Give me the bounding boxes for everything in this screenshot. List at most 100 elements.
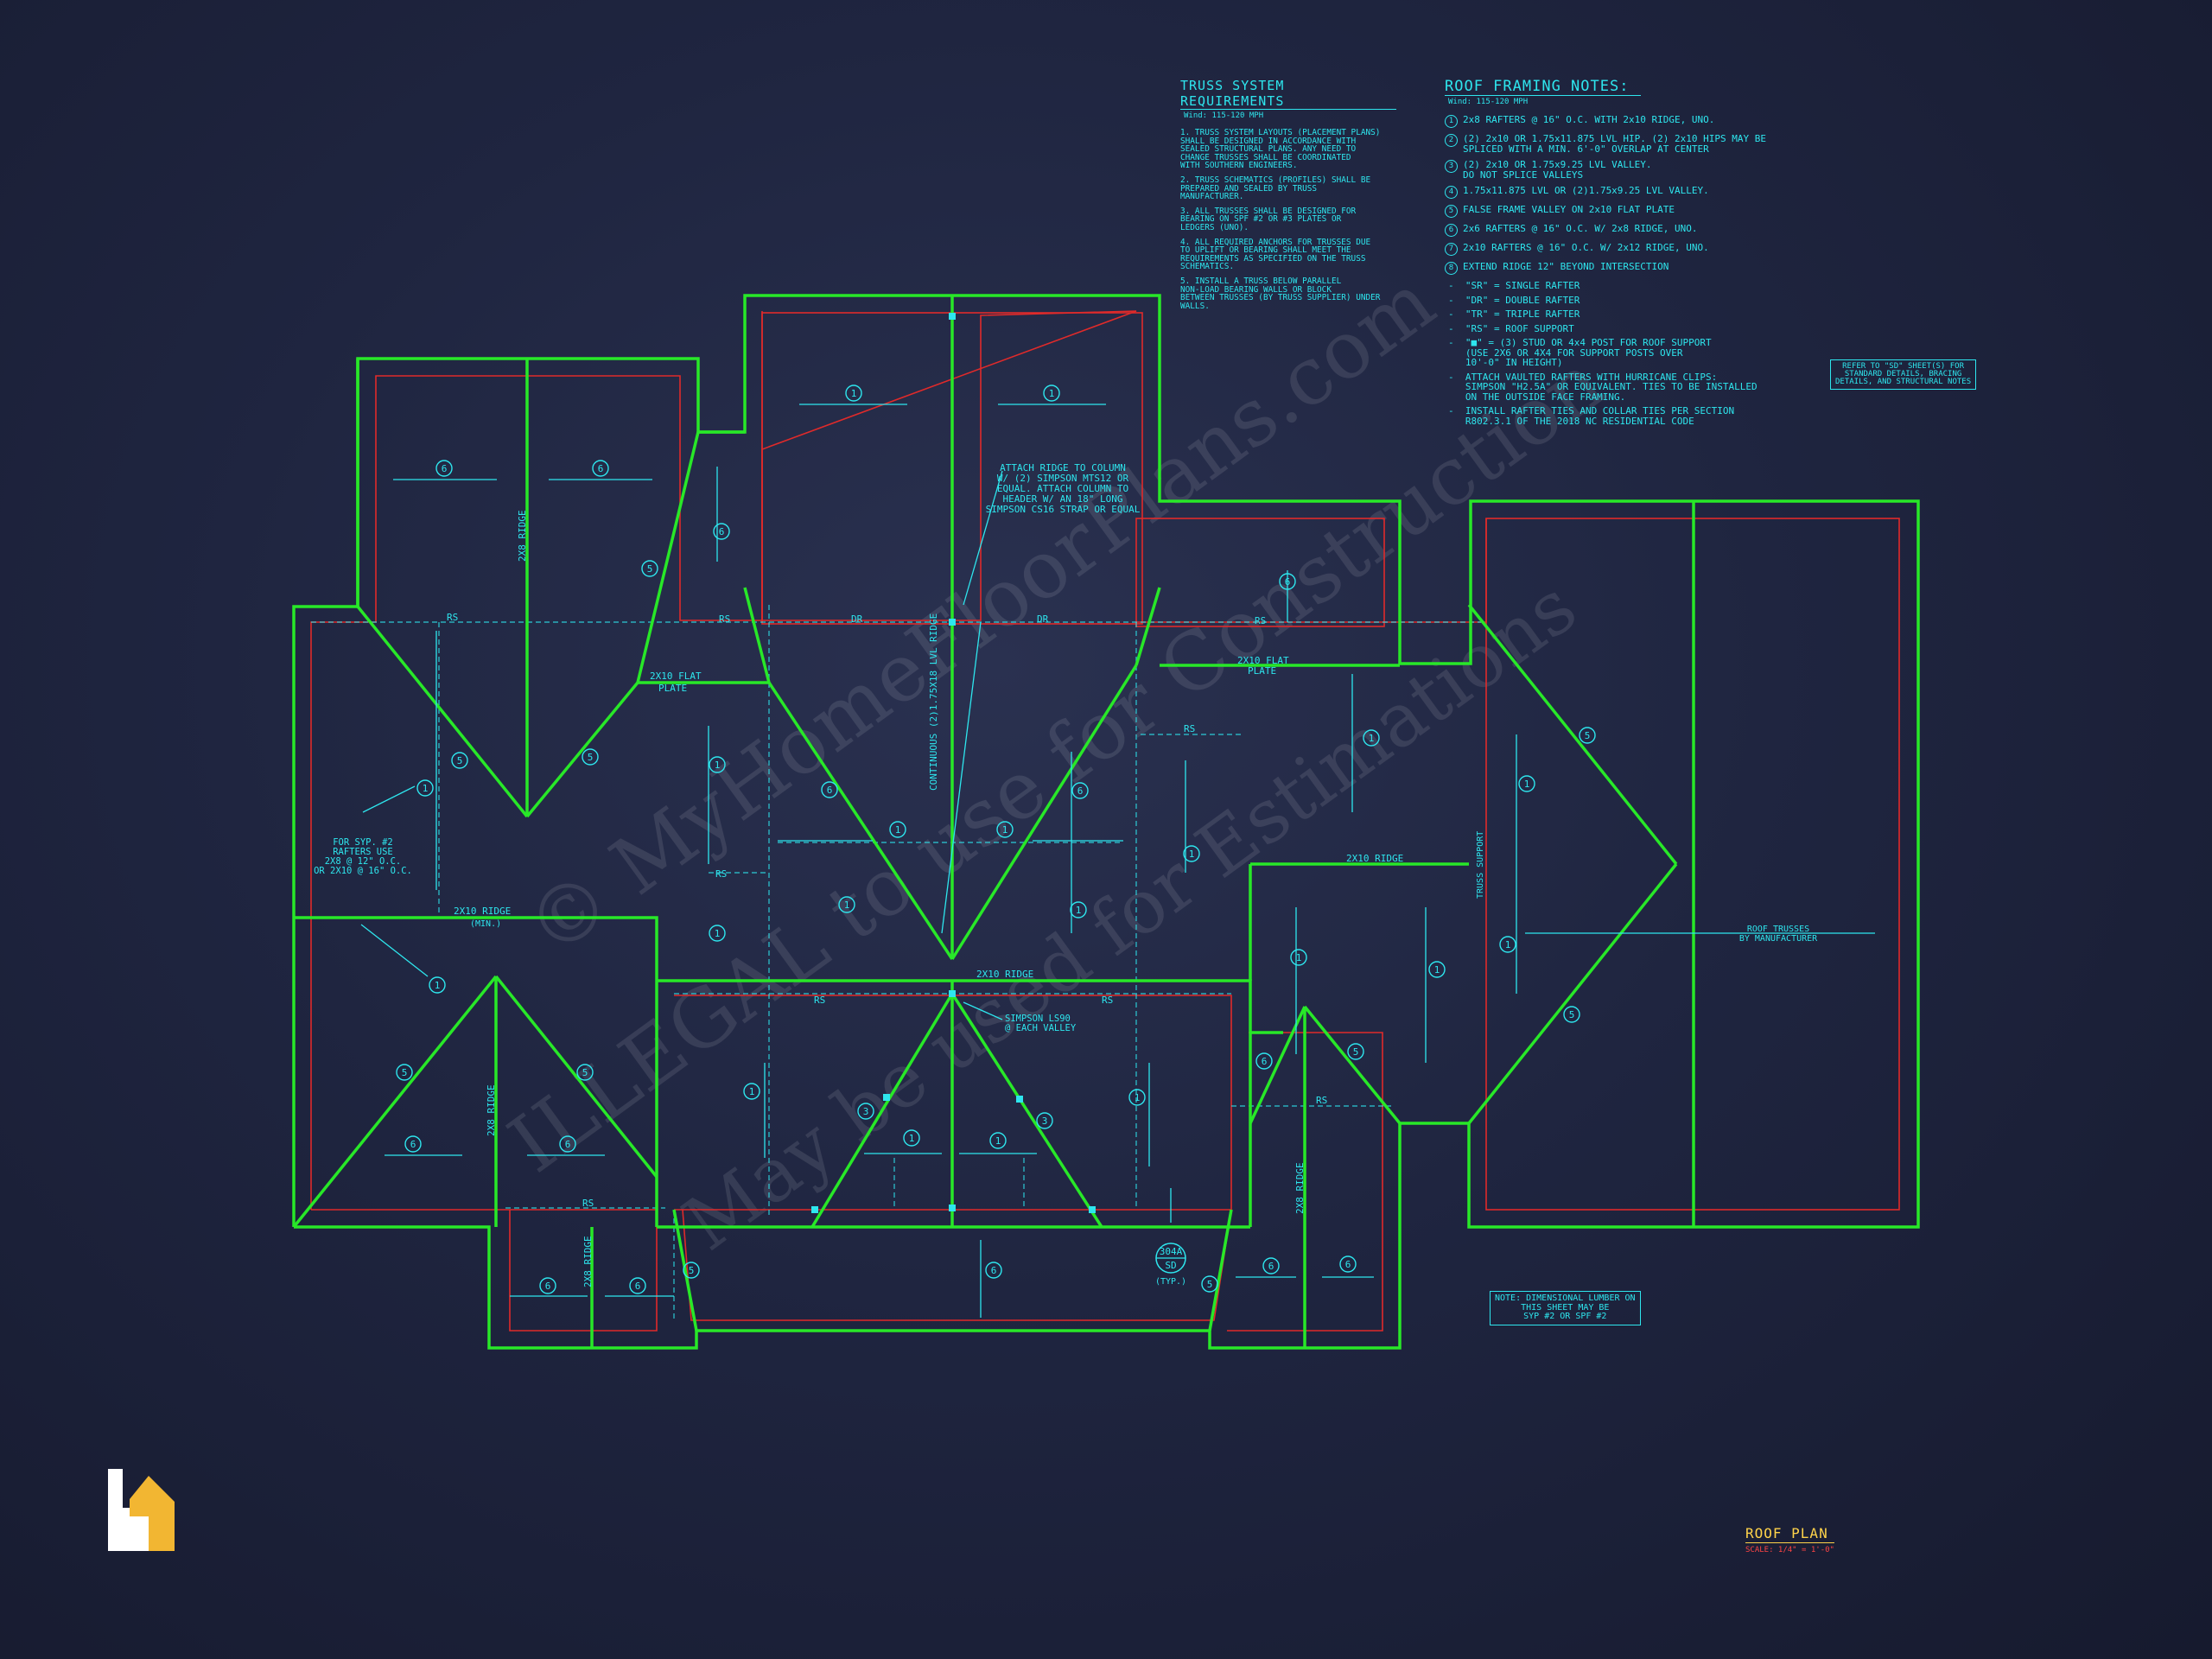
label-syp-note-line: RAFTERS USE [333,847,393,857]
roof-note-row: 1 2x8 RAFTERS @ 16" O.C. WITH 2x10 RIDGE,… [1445,115,1808,128]
rafter-arrows [360,404,1875,1318]
note-number: 1 [1445,115,1458,128]
callout-number: 1 [1434,964,1440,976]
callout-number: 5 [689,1265,695,1276]
truss-notes-title: TRUSS SYSTEM REQUIREMENTS [1180,78,1396,110]
callout-number: 3 [1042,1116,1048,1127]
truss-note-item: 4. ALL REQUIRED ANCHORS FOR TRUSSES DUE … [1180,237,1371,272]
label-roof-trusses-line: ROOF TRUSSES [1747,925,1809,934]
label-rs-4: RS [1184,723,1195,734]
note-text: 2x6 RAFTERS @ 16" O.C. W/ 2x8 RIDGE, UNO… [1463,223,1698,234]
callout-number: 3 [863,1106,869,1117]
note-number: 4 [1445,186,1458,199]
note-number: 2 [1445,134,1458,147]
callout-number: 6 [1345,1259,1351,1270]
label-2x10-ridge-min: 2X10 RIDGE [454,906,511,917]
callout-number: 5 [1585,730,1591,741]
label-2x8-ridge-bl: 2X8 RIDGE [486,1084,497,1136]
note-number: 3 [1445,160,1458,173]
label-attach-note-line: HEADER W/ AN 18" LONG [1002,493,1122,505]
lumber-note: NOTE: DIMENSIONAL LUMBER ON THIS SHEET M… [1490,1291,1641,1325]
note-text: EXTEND RIDGE 12" BEYOND INTERSECTION [1463,261,1669,272]
label-attach-note-line: EQUAL. ATTACH COLUMN TO [997,483,1128,494]
callout-number: 1 [1524,779,1530,790]
title-block: ROOF PLAN SCALE: 1/4" = 1'-0" [1745,1525,1834,1554]
label-flat-plate-left-2: PLATE [658,683,687,694]
callout-number: 1 [1505,939,1511,950]
callout-number: 1 [851,388,857,399]
roof-note-row: 6 2x6 RAFTERS @ 16" O.C. W/ 2x8 RIDGE, UN… [1445,224,1808,237]
roof-note-dash: - ATTACH VAULTED RAFTERS WITH HURRICANE … [1448,371,1758,403]
callout-number: 5 [457,755,463,766]
brand-logo [108,1469,175,1551]
section-tag: 304A SD (TYP.) [1155,1243,1186,1287]
label-rs-3: RS [1255,615,1266,626]
callout-number: 6 [442,463,448,474]
callout-number: 5 [1569,1009,1575,1020]
label-flat-plate-right-1: 2X10 FLAT [1237,655,1289,666]
note-text: 2x10 RAFTERS @ 16" O.C. W/ 2x12 RIDGE, U… [1463,242,1709,253]
callout-number: 6 [1077,785,1084,797]
note-text: 2x8 RAFTERS @ 16" O.C. WITH 2x10 RIDGE, … [1463,114,1715,125]
label-syp-note-line: FOR SYP. #2 [333,837,393,848]
roof-note-dash: - "RS" = ROOF SUPPORT [1448,322,1574,334]
callout-number: 6 [1268,1261,1274,1272]
note-number: 6 [1445,224,1458,237]
roof-note-dash: - "TR" = TRIPLE RAFTER [1448,308,1580,320]
sheet-scale: SCALE: 1/4" = 1'-0" [1745,1546,1834,1554]
callout-number: 1 [435,980,441,991]
section-tag-typ: (TYP.) [1155,1277,1186,1287]
label-roof-trusses-line: BY MANUFACTURER [1739,934,1818,944]
label-2x10-ridge-center: 2X10 RIDGE [976,969,1033,980]
label-simpson-note-line: SIMPSON LS90 [1005,1014,1071,1024]
label-rs-9: RS [582,1198,594,1209]
post-markers [811,313,1096,1213]
label-rs-2: RS [719,613,730,625]
callout-number: 6 [1262,1056,1268,1067]
label-attach-note-line: SIMPSON CS16 STRAP OR EQUAL [986,504,1141,515]
note-text: 1.75x11.875 LVL OR (2)1.75x9.25 LVL VALL… [1463,185,1709,196]
callout-number: 5 [588,752,594,763]
refer-sd-note: REFER TO "SD" SHEET(S) FOR STANDARD DETA… [1830,359,1977,390]
truss-note-item: 2. TRUSS SCHEMATICS (PROFILES) SHALL BE … [1180,175,1371,202]
roof-note-dash: - "SR" = SINGLE RAFTER [1448,280,1580,291]
roof-note-row: 4 1.75x11.875 LVL OR (2)1.75x9.25 LVL VAL… [1445,186,1808,199]
roof-note-row: 3(2) 2x10 OR 1.75x9.25 LVL VALLEY. DO NO… [1445,160,1808,180]
section-tag-bottom: SD [1165,1260,1176,1271]
label-attach-note-line: ATTACH RIDGE TO COLUMN [1000,462,1126,474]
callout-number: 1 [1002,824,1008,836]
callout-number: 1 [1189,849,1195,860]
label-syp-note-line: OR 2X10 @ 16" O.C. [314,866,412,876]
label-2x10-ridge-min-sub: (MIN.) [470,919,501,929]
callout-number: 5 [402,1067,408,1078]
note-number: 5 [1445,205,1458,218]
callout-number: 5 [1353,1046,1359,1058]
roof-note-row: 5 FALSE FRAME VALLEY ON 2x10 FLAT PLATE [1445,205,1808,218]
label-truss-support: TRUSS SUPPORT [1476,831,1485,899]
label-simpson-note-line: @ EACH VALLEY [1005,1023,1077,1033]
label-rs-1: RS [447,612,458,623]
callout-number: 1 [1369,733,1375,744]
roof-notes-subtitle: Wind: 115-120 MPH [1448,98,1529,106]
callout-number: 6 [719,526,725,537]
callout-number: 6 [565,1139,571,1150]
callout-number: 1 [715,928,721,939]
roof-note-row: 2(2) 2x10 OR 1.75x11.875 LVL HIP. (2) 2x… [1445,134,1808,154]
label-2x8-ridge-left: 2X8 RIDGE [517,510,528,562]
callout-number: 1 [423,783,429,794]
callout-number: 6 [635,1281,641,1292]
label-dr-1: DR [851,613,863,625]
callout-number: 1 [1296,952,1302,963]
truss-note-item: 3. ALL TRUSSES SHALL BE DESIGNED FOR BEA… [1180,206,1357,232]
note-text: FALSE FRAME VALLEY ON 2x10 FLAT PLATE [1463,204,1675,215]
sheet-title: ROOF PLAN [1745,1525,1834,1543]
callout-number: 1 [844,899,850,911]
truss-notes-subtitle: Wind: 115-120 MPH [1184,111,1264,120]
roof-outline [292,294,1920,1350]
roof-note-dash: - "■" = (3) STUD OR 4x4 POST FOR ROOF SU… [1448,337,1712,368]
